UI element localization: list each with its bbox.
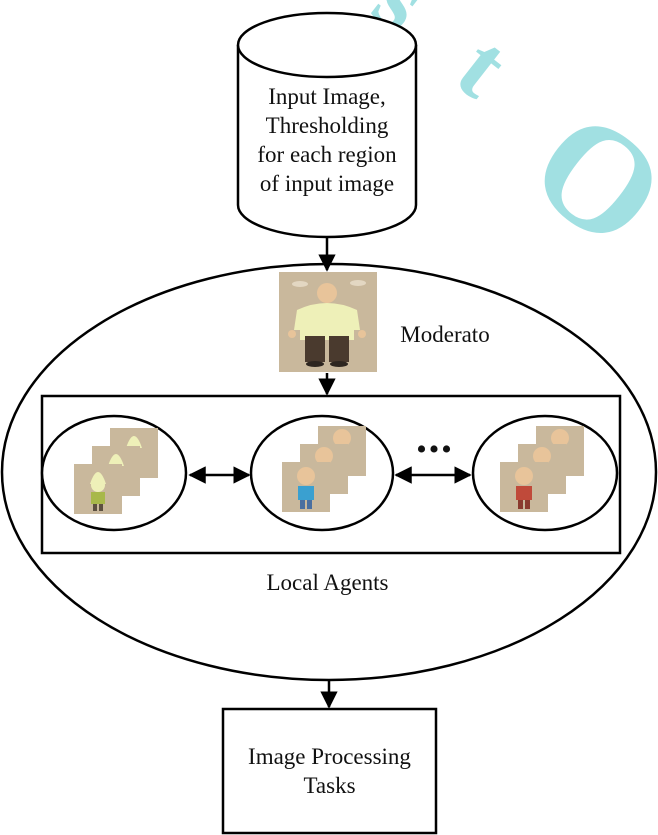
tasks-label-line: Tasks xyxy=(303,773,356,798)
watermark-letter: t xyxy=(438,14,528,117)
moderator-label: Moderato xyxy=(400,322,490,347)
database-label-line: of input image xyxy=(259,171,395,196)
tasks-label-line: Image Processing xyxy=(248,744,411,769)
database-label-line: for each region xyxy=(257,142,397,167)
database-label-line: Input Image, xyxy=(268,84,386,109)
local-agents-label: Local Agents xyxy=(266,570,389,595)
database-label-line: Thresholding xyxy=(265,113,389,138)
moderator-icon xyxy=(279,272,377,372)
agent-3-icon xyxy=(500,426,584,512)
agent-node-1 xyxy=(40,414,188,532)
ellipsis-dots: ••• xyxy=(416,433,454,466)
agent-node-3 xyxy=(471,414,619,532)
agent-1-icon xyxy=(74,428,158,514)
agent-2-icon xyxy=(282,426,366,512)
image-processing-tasks-box xyxy=(221,707,438,835)
watermark-letter: O xyxy=(502,78,658,281)
input-database xyxy=(236,11,418,239)
agent-node-2 xyxy=(249,414,395,532)
database-label: Input Image, Thresholding for each regio… xyxy=(238,82,416,198)
tasks-label: Image Processing Tasks xyxy=(223,742,436,800)
